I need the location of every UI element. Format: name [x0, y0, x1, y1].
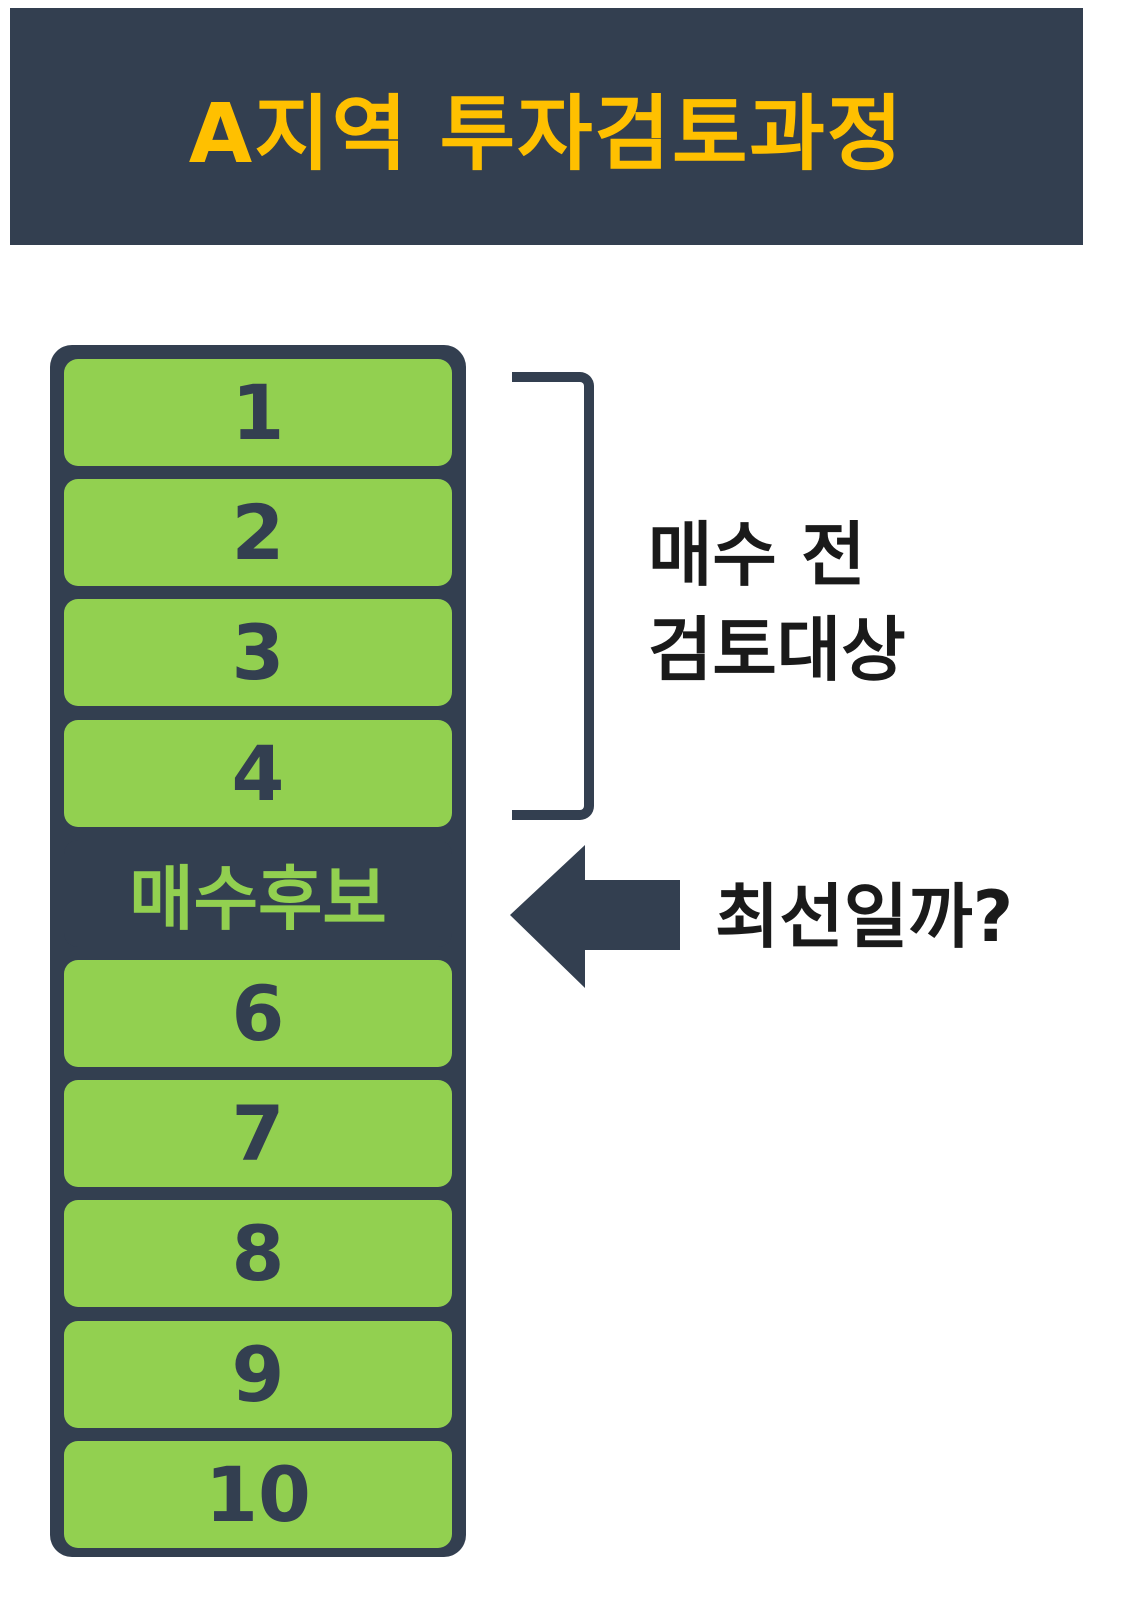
stack-item: 10 [64, 1440, 452, 1548]
page-title: A지역 투자검토과정 [188, 87, 905, 182]
stack-item: 9 [64, 1320, 452, 1428]
stack-item-candidate: 매수후보 [64, 839, 452, 947]
arrow-question-label: 최선일까? [715, 876, 1014, 958]
stack-item: 1 [64, 359, 452, 466]
candidate-stack: 1 2 3 4 매수후보 6 7 8 9 10 [50, 345, 466, 1557]
stack-item: 2 [64, 479, 452, 587]
bracket-icon [512, 372, 594, 820]
bracket-label-line2: 검토대상 [648, 609, 906, 691]
stack-item: 8 [64, 1200, 452, 1308]
left-arrow-icon [510, 845, 680, 988]
stack-item: 6 [64, 960, 452, 1067]
bracket-label-line1: 매수 전 [648, 514, 866, 596]
title-banner: A지역 투자검토과정 [10, 8, 1083, 245]
stack-item: 3 [64, 599, 452, 707]
stack-item: 7 [64, 1080, 452, 1188]
stack-item: 4 [64, 719, 452, 827]
